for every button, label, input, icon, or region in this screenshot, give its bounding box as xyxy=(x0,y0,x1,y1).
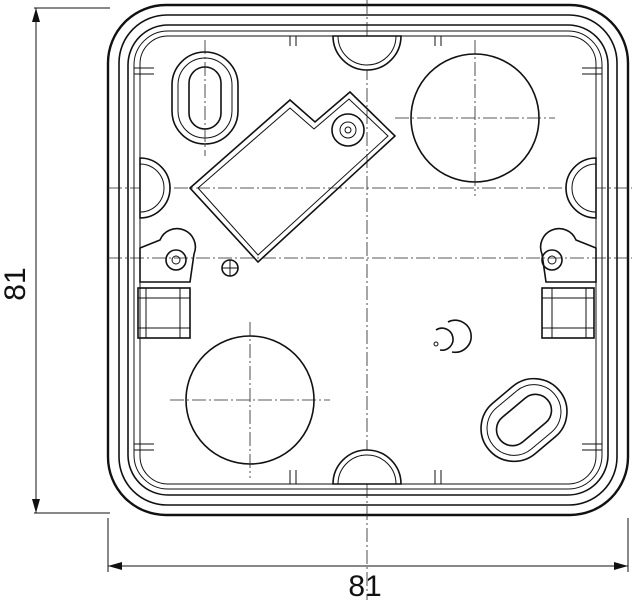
width-dimension: 81 xyxy=(107,518,629,600)
height-dimension: 81 xyxy=(0,7,110,514)
label-plate xyxy=(188,90,397,264)
width-arrow-left-icon xyxy=(108,562,122,570)
height-arrow-top-icon xyxy=(32,8,40,22)
width-label: 81 xyxy=(348,570,381,600)
height-arrow-bottom-icon xyxy=(32,499,40,513)
corner-ticks xyxy=(134,67,602,451)
center-lines xyxy=(108,0,632,600)
knockout-top-right xyxy=(395,40,555,196)
right-cable-clamp xyxy=(539,227,597,339)
height-label: 81 xyxy=(0,267,32,300)
left-notch xyxy=(139,157,171,219)
bottom-right-slot-hole xyxy=(480,377,568,463)
top-left-slot-hole xyxy=(171,40,239,156)
top-notch xyxy=(289,35,442,71)
bottom-notch xyxy=(289,449,442,485)
width-arrow-right-icon xyxy=(614,562,628,570)
left-cable-clamp xyxy=(137,227,197,339)
knockout-bottom-left xyxy=(170,322,330,478)
right-notch xyxy=(565,157,597,219)
center-screw-icon xyxy=(221,259,239,277)
earth-symbol-icon xyxy=(433,319,472,354)
